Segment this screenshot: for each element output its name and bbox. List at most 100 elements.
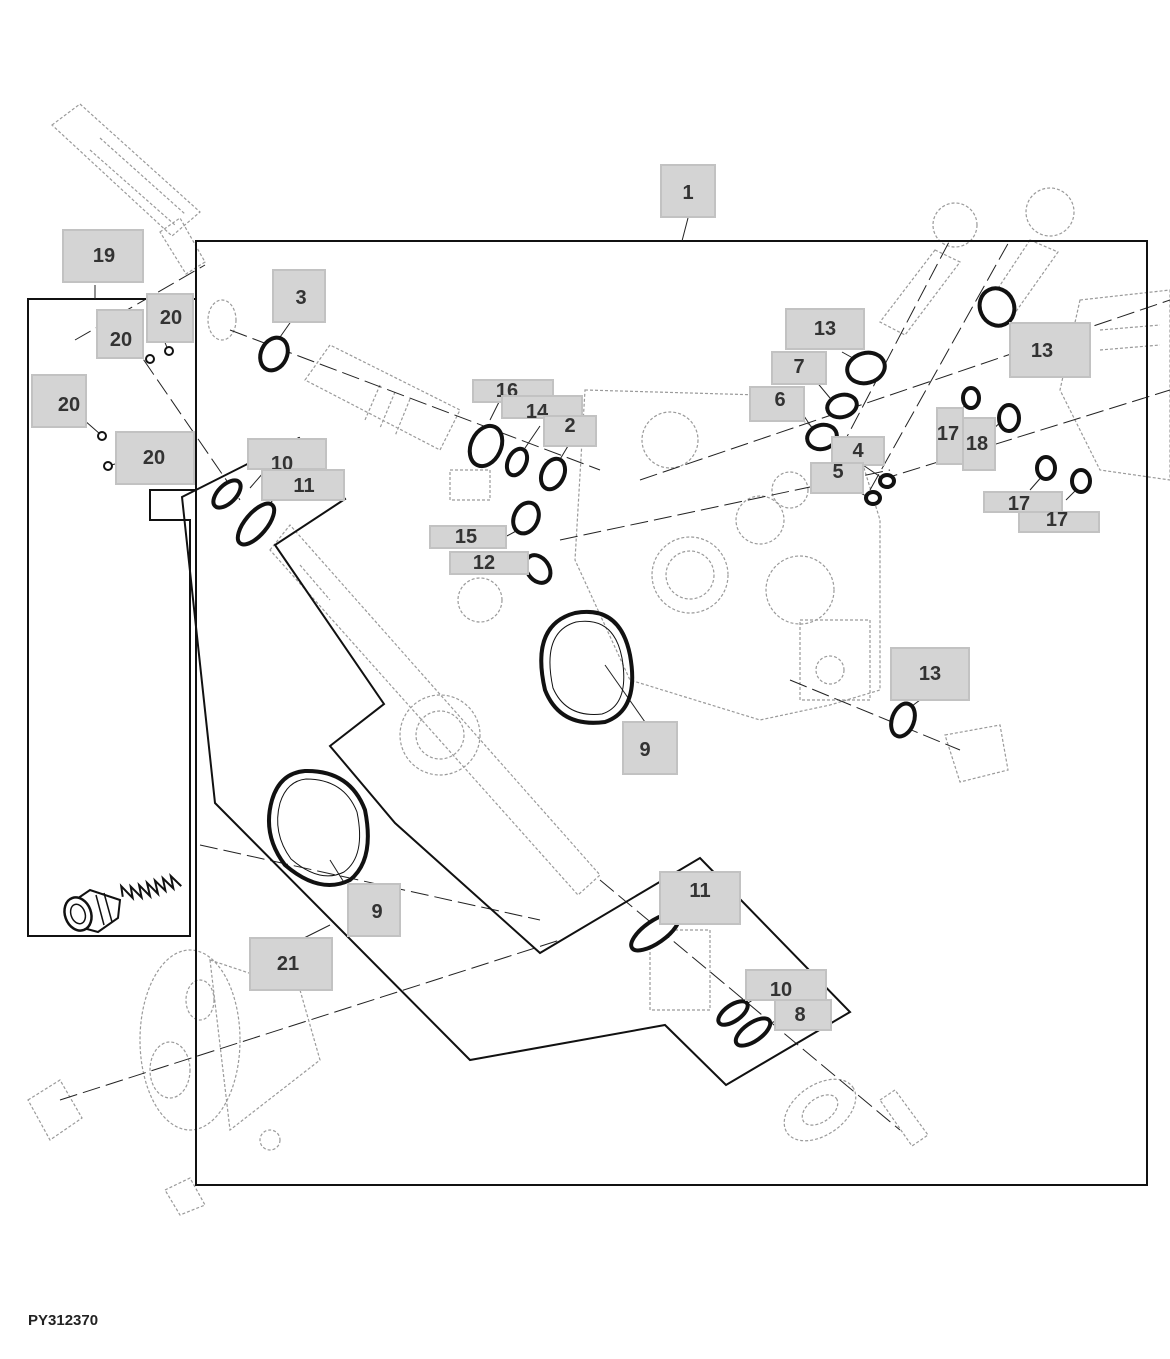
- o-ring-11-upper: [235, 501, 277, 547]
- svg-text:2: 2: [564, 415, 575, 437]
- svg-text:6: 6: [774, 389, 785, 411]
- callout-19: 19: [62, 229, 144, 283]
- svg-text:13: 13: [919, 663, 941, 685]
- assembly-centerlines: [59, 239, 1170, 1131]
- o-ring-20-a: [145, 354, 155, 364]
- spool-ghost-lower: [269, 469, 601, 896]
- valve-body-ghost: [574, 389, 881, 721]
- svg-text:9: 9: [639, 739, 650, 761]
- svg-text:10: 10: [770, 979, 792, 1001]
- svg-text:7: 7: [793, 356, 804, 378]
- end-cover-ghost: [27, 949, 321, 1216]
- callout-20-d: 20: [115, 431, 195, 485]
- callout-11-upper: 11: [261, 469, 345, 501]
- o-ring-16: [467, 423, 505, 469]
- o-ring-13-lower: [889, 701, 917, 739]
- callout-20-a: 20: [96, 309, 144, 359]
- figure-code: PY312370: [28, 1312, 99, 1329]
- o-ring-13-right: [977, 286, 1017, 328]
- svg-text:13: 13: [1031, 340, 1053, 362]
- plug-ghost-right: [944, 724, 1009, 783]
- callout-12: 12: [449, 551, 529, 575]
- callout-13-lower: 13: [890, 647, 970, 701]
- callouts: 1 19 3 20 20 20 20 10 11 16 14 2 15 12 1…: [31, 164, 1100, 1031]
- spool-ghost-upper: [207, 299, 461, 451]
- gasket-9-lower: [267, 768, 370, 887]
- callout-14: 14: [501, 395, 583, 423]
- svg-text:20: 20: [110, 329, 132, 351]
- spring: [119, 873, 182, 902]
- o-ring-20-d: [103, 461, 113, 471]
- kit-1-frame: [195, 240, 1148, 1186]
- kit-21-frame: [180, 436, 852, 1087]
- bottom-cap-ghost: [649, 929, 929, 1147]
- callout-17-a: 17: [936, 407, 964, 465]
- svg-text:1: 1: [682, 182, 693, 204]
- o-ring-17-b: [1035, 455, 1057, 481]
- callout-10-lower: 10: [745, 969, 827, 1001]
- o-ring-15: [511, 500, 541, 536]
- callout-15: 15: [429, 525, 507, 549]
- svg-text:3: 3: [295, 287, 306, 309]
- o-ring-10-upper: [211, 478, 243, 510]
- callout-8: 8: [774, 999, 832, 1031]
- callout-18: 18: [962, 417, 996, 471]
- kit-frames: [27, 240, 1148, 1186]
- svg-text:11: 11: [293, 475, 314, 497]
- o-ring-13-top: [845, 350, 887, 386]
- plug: [63, 888, 122, 934]
- callout-9-upper: 9: [622, 721, 678, 775]
- o-ring-8: [733, 1016, 773, 1048]
- svg-text:21: 21: [277, 953, 299, 975]
- callout-5: 5: [810, 461, 864, 494]
- callout-13-top: 13: [785, 308, 865, 350]
- ghosted-background-parts: [27, 103, 1170, 1216]
- o-ring-17-c: [1070, 468, 1092, 494]
- svg-text:17: 17: [937, 423, 959, 445]
- callout-9-lower: 9: [347, 883, 401, 937]
- svg-text:4: 4: [852, 440, 864, 462]
- svg-text:18: 18: [966, 433, 988, 455]
- o-ring-10-lower: [716, 999, 750, 1027]
- svg-text:9: 9: [371, 901, 382, 923]
- o-ring-5: [864, 490, 882, 506]
- svg-text:20: 20: [160, 307, 182, 329]
- svg-text:12: 12: [473, 552, 495, 574]
- svg-text:19: 19: [93, 245, 115, 267]
- o-ring-6: [805, 422, 839, 452]
- o-ring-12: [523, 553, 553, 585]
- svg-text:11: 11: [689, 880, 710, 902]
- callout-21: 21: [249, 937, 333, 991]
- kit-19-frame: [27, 298, 197, 937]
- callout-20-c: 20: [31, 374, 87, 428]
- o-ring-20-c: [97, 431, 107, 441]
- callout-4: 4: [831, 436, 885, 466]
- callout-11-lower: 11: [659, 871, 741, 925]
- svg-text:17: 17: [1008, 493, 1030, 515]
- svg-text:8: 8: [794, 1004, 805, 1026]
- callout-2: 2: [543, 415, 597, 447]
- callout-3: 3: [272, 269, 326, 323]
- gasket-9-upper: [539, 609, 635, 725]
- o-ring-3: [258, 335, 290, 373]
- o-ring-17-a: [961, 386, 981, 410]
- o-ring-7: [825, 392, 859, 420]
- gaskets: [267, 609, 635, 887]
- callout-1: 1: [660, 164, 716, 218]
- svg-text:20: 20: [143, 447, 165, 469]
- solenoid-ghost: [51, 103, 206, 275]
- relief-valve-parts: [63, 873, 182, 934]
- seal-rings: [97, 286, 1092, 1048]
- callout-17-c: 17: [1018, 509, 1100, 533]
- callout-6: 6: [749, 386, 805, 422]
- o-ring-20-b: [164, 346, 174, 356]
- callout-7: 7: [771, 351, 827, 385]
- svg-text:20: 20: [58, 394, 80, 416]
- svg-text:13: 13: [814, 318, 836, 340]
- svg-text:17: 17: [1046, 509, 1068, 531]
- callout-20-b: 20: [146, 293, 194, 343]
- svg-text:5: 5: [832, 461, 843, 483]
- o-ring-2: [538, 456, 568, 492]
- svg-text:15: 15: [455, 526, 477, 548]
